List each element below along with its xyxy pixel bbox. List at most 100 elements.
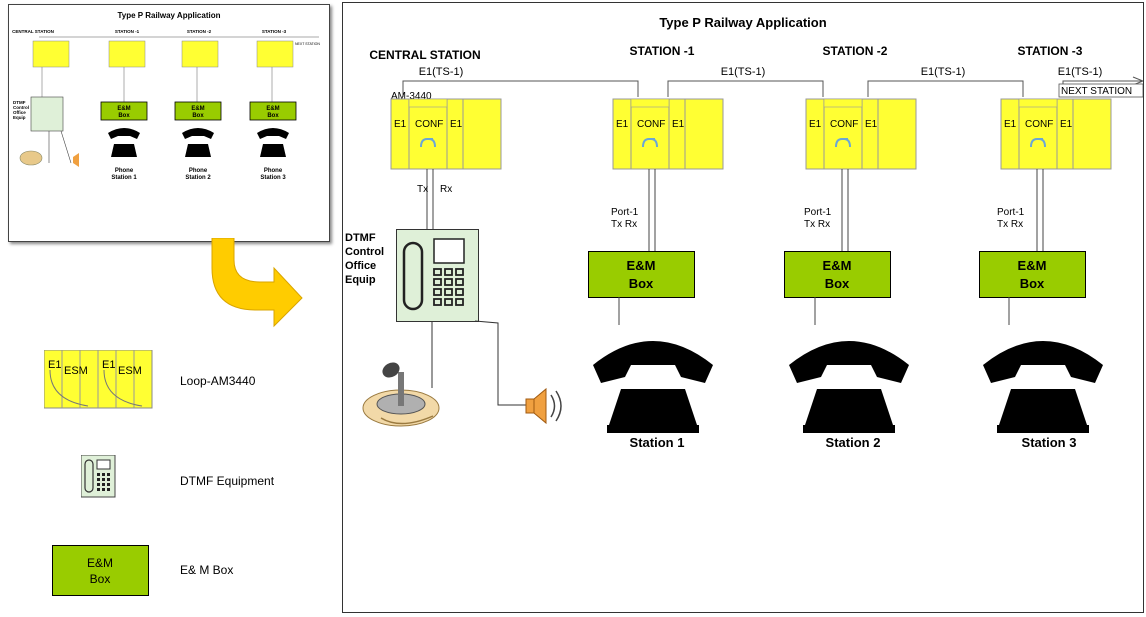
legend-dtmf-icon [81,455,116,498]
thumb-box-2-line-1: E&M [191,106,204,112]
thumb-phone-1-line-1: Phone [115,168,134,174]
thumb-dtmf-line-4: Equip [13,115,26,120]
e1-label-0: E1(TS-1) [419,66,464,78]
station-1-port-line-2: Tx Rx [611,219,637,230]
next-station-label: NEXT STATION [1061,86,1132,97]
legend-em-box-line-2: Box [90,572,111,586]
central-rx-label: Rx [440,184,452,195]
unit-2-conf: CONF [830,119,858,130]
thumb-unit-2 [181,40,219,68]
thumb-phone-2-line-2: Station 2 [185,175,211,181]
central-tx-label: Tx [417,184,428,195]
unit-2-e1-a: E1 [809,119,822,130]
dtmf-label-line-1: DTMF [345,232,376,244]
em-box-station-1: E&M Box [588,251,695,298]
thumbnail-frame: Type P Railway Application CENTRAL STATI… [8,4,330,242]
central-station-label: CENTRAL STATION [369,48,480,62]
legend-em-box-icon: E&M Box [52,545,149,596]
phone-2-line-2: Station 2 [826,435,881,450]
phone-1-line-2: Station 1 [630,435,685,450]
e1-link-central-1 [402,80,639,97]
thumb-dtmf-device [30,96,64,132]
station-1-label: STATION -1 [630,44,695,58]
em-box-3-line-2: Box [1020,276,1045,291]
thumb-unit-1 [108,40,146,68]
thumb-phone-3-line-2: Station 3 [260,175,286,181]
legend-em-box-line-1: E&M [87,556,113,570]
dtmf-label-line-2: Control [345,246,384,258]
am3440-unit-central: E1 CONF E1 [390,98,502,170]
curved-arrow-icon [211,238,303,328]
em-box-2-line-1: E&M [823,258,852,273]
thumb-central-label: CENTRAL STATION [12,29,54,34]
thumb-box-2-line-2: Box [192,113,204,119]
station-3-label: STATION -3 [1018,44,1083,58]
thumb-phone-icon-2 [182,128,214,157]
thumb-em-box-2 [174,101,222,121]
unit-1-e1-b: E1 [672,119,685,130]
am3440-unit-3: E1 CONF E1 [1000,98,1112,170]
thumb-microphone-icon [19,150,43,166]
speaker-icon [525,387,562,425]
em-box-station-3: E&M Box [979,251,1086,298]
em-box-2-line-2: Box [825,276,850,291]
e1-label-3: E1(TS-1) [1058,66,1103,78]
legend-dtmf-label: DTMF Equipment [180,474,275,488]
device-model-label: AM-3440 [391,91,432,102]
thumb-phone-1-line-2: Station 1 [111,175,137,181]
main-diagram-frame: Type P Railway Application CENTRAL STATI… [342,2,1145,613]
station-3-port-line-1: Port-1 [997,207,1025,218]
thumb-station-1-label: STATION -1 [115,29,140,34]
unit-2-e1-b: E1 [865,119,878,130]
unit-3-conf: CONF [1025,119,1053,130]
thumb-em-box-3 [249,101,297,121]
station-3-port-line-2: Tx Rx [997,219,1023,230]
thumb-box-1-line-1: E&M [117,106,130,112]
thumb-title: Type P Railway Application [118,11,221,20]
station-2-port-line-1: Port-1 [804,207,832,218]
e1-link-2-3 [867,80,1024,97]
legend-loop-e1-b: E1 [102,359,115,371]
station-2-port-line-2: Tx Rx [804,219,830,230]
em-box-1-line-2: Box [629,276,654,291]
phone-3-line-2: Station 3 [1022,435,1077,450]
main-diagram: Type P Railway Application CENTRAL STATI… [345,15,1145,450]
thumb-unit-3 [256,40,294,68]
em-box-1-line-1: E&M [627,258,656,273]
e1-label-1: E1(TS-1) [721,66,766,78]
unit-3-e1-b: E1 [1060,119,1073,130]
em-box-3-line-1: E&M [1018,258,1047,273]
am3440-unit-1: E1 CONF E1 [612,98,724,170]
em-box-station-2: E&M Box [784,251,891,298]
legend-loop-esm-b: ESM [118,365,142,377]
thumb-box-3-line-1: E&M [266,106,279,112]
legend-loop-label: Loop-AM3440 [180,374,256,388]
thumb-em-box-1 [100,101,148,121]
thumb-dtmf-line-3: Office [13,110,26,115]
legend-loop-icon: E1 ESM E1 ESM [44,350,153,409]
thumb-phone-3-line-1: Phone [264,168,283,174]
unit-1-e1-a: E1 [616,119,629,130]
diagram-title: Type P Railway Application [659,15,826,30]
thumb-phone-icon-1 [108,128,140,157]
thumb-unit-central [32,40,70,68]
e1-label-2: E1(TS-1) [921,66,966,78]
unit-central-e1-b: E1 [450,119,463,130]
thumbnail-diagram: Type P Railway Application CENTRAL STATI… [12,11,320,181]
dtmf-device-icon [396,229,479,322]
legend-em-box-label: E& M Box [180,563,234,577]
phone-1-line-1: E&M Phone [621,417,693,432]
dtmf-label-line-3: Office [345,260,376,272]
unit-central-conf: CONF [415,119,443,130]
phone-2-line-1: E&M Phone [817,417,889,432]
thumb-station-2-label: STATION -2 [187,29,212,34]
thumb-dtmf-line-2: Control [13,105,29,110]
thumb-box-1-line-2: Box [118,113,130,119]
microphone-icon [362,362,440,427]
station-2-label: STATION -2 [823,44,888,58]
unit-central-e1-a: E1 [394,119,407,130]
legend-loop-e1-a: E1 [48,359,61,371]
legend-loop-esm-a: ESM [64,365,88,377]
e1-link-1-2 [667,80,824,97]
unit-3-e1-a: E1 [1004,119,1017,130]
